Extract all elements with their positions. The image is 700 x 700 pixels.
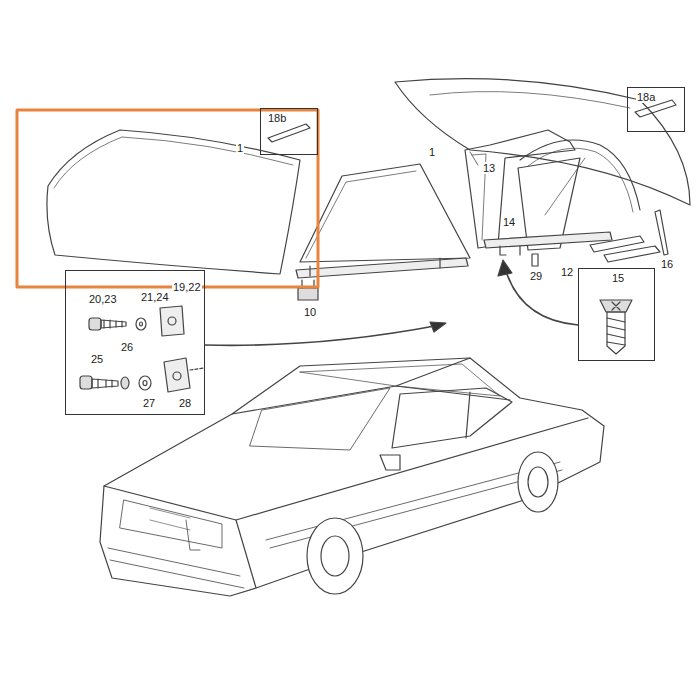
callout-number: 14 <box>502 216 516 228</box>
callout-number: 1 <box>428 146 436 158</box>
callout-number: 1 <box>236 142 244 154</box>
detail-inset-box: 15 <box>578 268 655 361</box>
callout-number: 15 <box>611 272 625 284</box>
callout-number: 18a <box>636 91 656 103</box>
callout-number: 18b <box>267 112 287 124</box>
callout-number: 10 <box>303 306 317 318</box>
callout-number: 26 <box>120 341 134 353</box>
callout-number: 25 <box>90 353 104 365</box>
callout-number: 28 <box>178 397 192 409</box>
callout-number: 29 <box>529 270 543 282</box>
callout-number: 21,24 <box>140 291 170 303</box>
detail-inset-box: 18b <box>260 108 318 155</box>
fastener-inset-box: 20,23 21,2419,22 25 26 27 28 <box>65 270 205 415</box>
callout-number: 16 <box>660 258 674 270</box>
detail-inset-box: 18a <box>627 87 685 132</box>
callout-number: 13 <box>482 162 496 174</box>
callout-number: 12 <box>560 266 574 278</box>
callout-number: 20,23 <box>88 293 118 305</box>
callout-number: 19,22 <box>172 281 202 293</box>
callout-number: 27 <box>142 397 156 409</box>
